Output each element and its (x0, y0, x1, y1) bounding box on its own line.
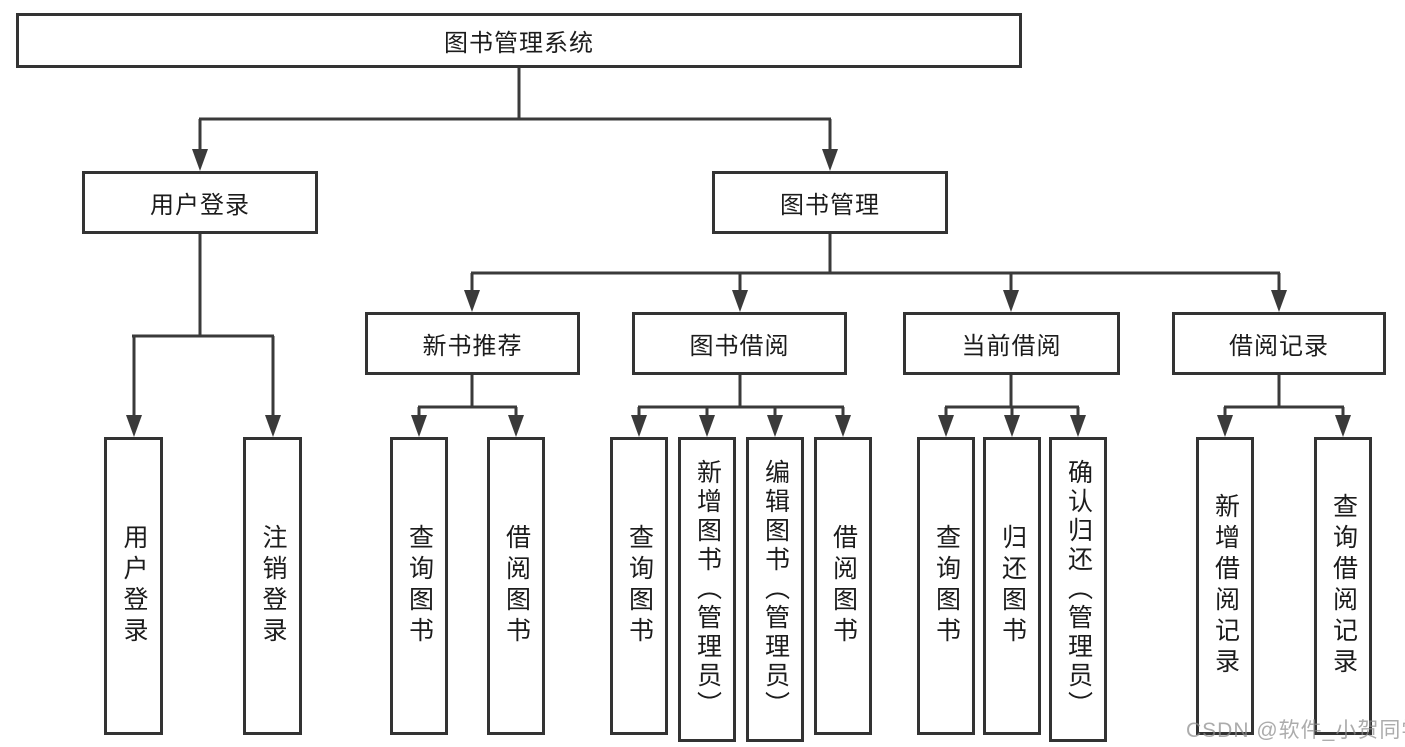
leaf-current-query-books: 查询图书 (917, 437, 975, 735)
leaf-logout: 注销登录 (243, 437, 302, 735)
leaf-borrow-borrow-books: 借阅图书 (814, 437, 872, 735)
connector-user-login (126, 234, 281, 437)
leaf-borrow-query-books: 查询图书 (610, 437, 668, 735)
node-book-management: 图书管理 (712, 171, 948, 234)
connector-new-book (411, 375, 524, 437)
leaf-newbook-query-books: 查询图书 (390, 437, 448, 735)
connector-borrow-record (1217, 375, 1351, 437)
node-borrow-records: 借阅记录 (1172, 312, 1386, 375)
leaf-query-borrow-record: 查询借阅记录 (1314, 437, 1372, 735)
leaf-return-books: 归还图书 (983, 437, 1041, 735)
leaf-add-books-admin: 新增图书（管理员） (678, 437, 736, 742)
connector-book-mgmt (464, 234, 1287, 312)
csdn-watermark: CSDN @软件_小贺同学 (1186, 719, 1405, 742)
node-current-borrowing: 当前借阅 (903, 312, 1120, 375)
connector-book-borrow (631, 375, 851, 437)
node-root-system: 图书管理系统 (16, 13, 1022, 68)
leaf-user-login: 用户登录 (104, 437, 163, 735)
leaf-add-borrow-record: 新增借阅记录 (1196, 437, 1254, 735)
leaf-confirm-return-admin: 确认归还（管理员） (1049, 437, 1107, 742)
node-new-book-recommend: 新书推荐 (365, 312, 580, 375)
leaf-newbook-borrow-books: 借阅图书 (487, 437, 545, 735)
node-user-login: 用户登录 (82, 171, 318, 234)
connector-root (192, 68, 838, 171)
connector-current-borrow (938, 375, 1086, 437)
node-book-borrowing: 图书借阅 (632, 312, 847, 375)
leaf-edit-books-admin: 编辑图书（管理员） (746, 437, 804, 742)
